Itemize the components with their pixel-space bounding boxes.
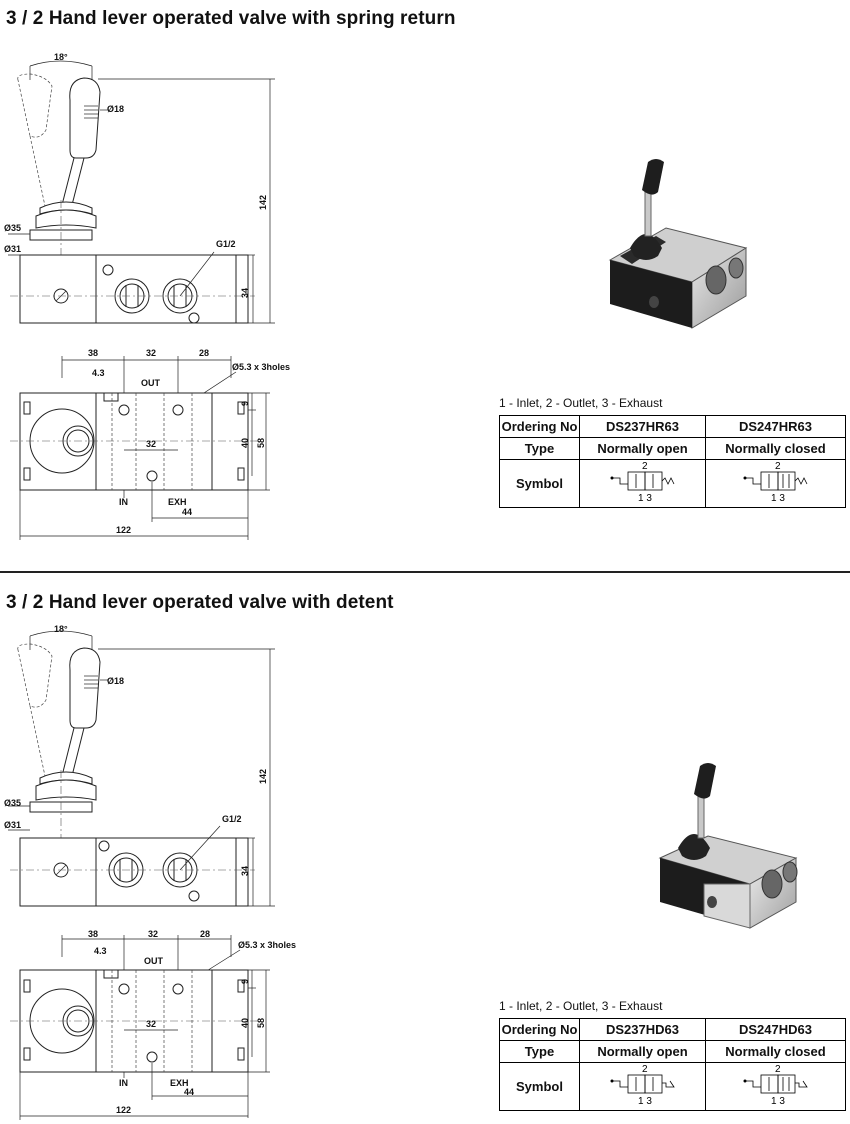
dim-base-dia: Ø31 [4,820,21,830]
dim-4-3: 4.3 [92,368,105,378]
ordering-no-2: DS247HD63 [705,1018,846,1041]
dim-38: 38 [88,348,98,358]
label-exh: EXH [168,497,187,507]
type-2: Normally closed [705,1040,846,1063]
symbol-normally-closed: 2 1 3 [705,459,846,508]
dim-port: G1/2 [222,814,242,824]
label-out: OUT [141,378,161,388]
product-photo [658,763,798,929]
technical-drawing: 18° Ø18 Ø35 Ø31 [4,624,296,1120]
svg-text:1 3: 1 3 [638,1096,652,1107]
dim-height-total: 142 [258,195,268,210]
dim-body-height: 34 [240,288,250,298]
valve-symbol-icon: 2 1 3 [743,461,807,504]
symbol-label: Symbol [499,459,580,508]
dim-122: 122 [116,1105,131,1115]
section-title: 3 / 2 Hand lever operated valve with det… [6,592,394,613]
dim-holes: Ø5.3 x 3holes [232,362,290,372]
type-label: Type [499,437,580,460]
dim-40: 40 [240,1018,250,1028]
dim-58: 58 [256,438,266,448]
type-label: Type [499,1040,580,1063]
svg-text:1 3: 1 3 [771,493,785,504]
svg-text:2: 2 [642,1064,648,1075]
dim-28: 28 [199,348,209,358]
dim-base-dia: Ø31 [4,244,21,254]
section-divider [0,571,850,573]
spec-table: Ordering No DS237HR63 DS247HR63 Type Nor… [499,415,846,508]
dim-boot-dia: Ø35 [4,798,21,808]
dim-32-top: 32 [148,929,158,939]
dim-body-height: 34 [240,866,250,876]
ordering-label: Ordering No [499,415,580,438]
dim-4-3: 4.3 [94,946,107,956]
label-out: OUT [144,956,164,966]
dim-58: 58 [256,1018,266,1028]
ordering-no-2: DS247HR63 [705,415,846,438]
dim-grip-dia: Ø18 [107,676,124,686]
section-detent: 3 / 2 Hand lever operated valve with det… [0,574,850,1124]
dim-9: 9 [240,401,250,406]
product-photo [608,159,748,329]
label-exh: EXH [170,1078,189,1088]
ordering-no-1: DS237HD63 [579,1018,706,1041]
dim-boot-dia: Ø35 [4,223,21,233]
svg-text:2: 2 [642,461,648,472]
spec-table: Ordering No DS237HD63 DS247HD63 Type Nor… [499,1018,846,1111]
section-title: 3 / 2 Hand lever operated valve with spr… [6,8,456,29]
ordering-no-1: DS237HR63 [579,415,706,438]
port-legend: 1 - Inlet, 2 - Outlet, 3 - Exhaust [499,999,663,1013]
valve-symbol-icon: 2 1 3 [743,1064,808,1107]
label-in: IN [119,1078,128,1088]
svg-text:1 3: 1 3 [771,1096,785,1107]
section-spring-return: 3 / 2 Hand lever operated valve with spr… [4,8,846,540]
dim-port: G1/2 [216,239,236,249]
type-1: Normally open [579,437,706,460]
dim-32-mid: 32 [146,439,156,449]
label-in: IN [119,497,128,507]
ordering-label: Ordering No [499,1018,580,1041]
dim-height-total: 142 [258,769,268,784]
symbol-label: Symbol [499,1062,580,1111]
valve-symbol-icon: 2 1 3 [610,1064,675,1107]
type-1: Normally open [579,1040,706,1063]
dim-angle: 18° [54,52,68,62]
type-2: Normally closed [705,437,846,460]
dim-44: 44 [182,507,192,517]
dim-grip-dia: Ø18 [107,104,124,114]
dim-32-mid: 32 [146,1019,156,1029]
symbol-normally-open: 2 1 3 [579,459,706,508]
dim-40: 40 [240,438,250,448]
dim-9: 9 [240,979,250,984]
dim-122: 122 [116,525,131,535]
svg-text:1 3: 1 3 [638,493,652,504]
svg-text:2: 2 [775,1064,781,1075]
technical-drawing: 18° Ø18 Ø35 Ø31 [4,52,290,540]
dim-38: 38 [88,929,98,939]
dim-holes: Ø5.3 x 3holes [238,940,296,950]
dim-28: 28 [200,929,210,939]
dim-44: 44 [184,1087,194,1097]
dim-angle: 18° [54,624,68,634]
symbol-normally-closed: 2 1 3 [705,1062,846,1111]
port-legend: 1 - Inlet, 2 - Outlet, 3 - Exhaust [499,396,663,410]
symbol-normally-open: 2 1 3 [579,1062,706,1111]
svg-text:2: 2 [775,461,781,472]
dim-32-top: 32 [146,348,156,358]
valve-symbol-icon: 2 1 3 [610,461,674,504]
